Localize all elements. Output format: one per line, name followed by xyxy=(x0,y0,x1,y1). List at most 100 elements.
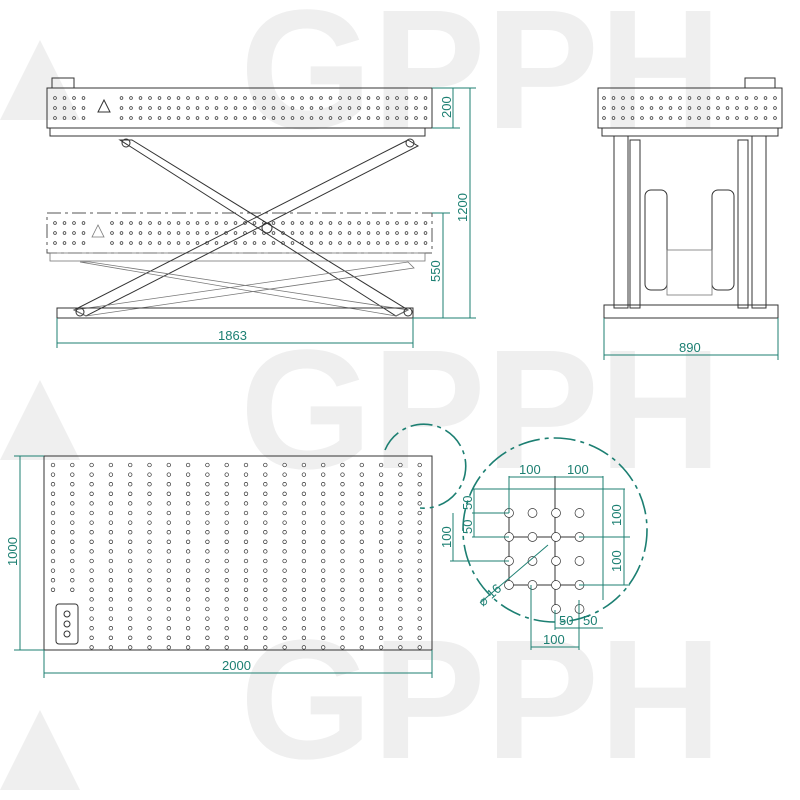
table-hole xyxy=(281,221,285,225)
table-hole xyxy=(263,626,268,631)
table-hole xyxy=(398,482,403,487)
table-hole xyxy=(359,520,364,525)
table-hole xyxy=(157,241,162,245)
table-hole xyxy=(224,558,229,564)
table-hole xyxy=(108,645,114,650)
table-hole xyxy=(763,106,768,110)
table-hole xyxy=(128,626,133,631)
table-hole xyxy=(205,530,210,535)
table-hole xyxy=(252,96,257,100)
table-hole xyxy=(89,597,94,602)
table-hole xyxy=(166,587,171,592)
table-hole xyxy=(319,241,323,245)
table-hole xyxy=(128,587,133,592)
table-hole xyxy=(263,616,268,621)
table-hole xyxy=(301,539,307,544)
table-hole xyxy=(630,106,635,110)
table-hole xyxy=(157,106,162,110)
table-hole xyxy=(224,635,229,640)
table-hole xyxy=(205,462,210,468)
table-hole xyxy=(321,626,326,631)
table-hole xyxy=(376,106,380,110)
table-hole xyxy=(290,221,295,225)
table-hole xyxy=(263,606,268,612)
table-hole xyxy=(81,241,86,245)
table-hole xyxy=(366,106,371,110)
table-hole xyxy=(338,96,342,100)
table-hole xyxy=(62,231,67,235)
front-view: 890 xyxy=(597,77,783,360)
table-hole xyxy=(398,597,403,602)
table-hole xyxy=(147,501,152,506)
table-hole xyxy=(359,635,364,640)
table-hole xyxy=(282,549,287,554)
table-hole xyxy=(243,482,249,487)
table-hole xyxy=(321,510,326,516)
table-hole xyxy=(328,96,333,100)
table-hole xyxy=(340,558,345,564)
table-hole xyxy=(359,616,364,621)
table-hole xyxy=(167,116,171,120)
table-hole xyxy=(366,221,371,225)
table-hole xyxy=(224,96,228,100)
table-hole xyxy=(166,626,171,631)
table-hole xyxy=(376,116,380,120)
table-hole xyxy=(81,221,86,225)
table-hole xyxy=(166,472,171,477)
table-hole xyxy=(300,106,304,110)
table-hole xyxy=(148,241,152,245)
table-hole xyxy=(262,116,266,120)
table-hole xyxy=(186,116,190,120)
table-hole xyxy=(147,482,152,487)
table-hole xyxy=(166,510,171,516)
table-hole xyxy=(271,241,276,245)
table-hole xyxy=(385,96,390,100)
table-hole xyxy=(252,106,257,110)
table-hole xyxy=(89,635,94,640)
table-hole xyxy=(347,106,352,110)
table-hole xyxy=(340,606,345,612)
table-hole xyxy=(697,116,701,120)
table-hole xyxy=(53,221,57,225)
table-hole xyxy=(72,116,76,120)
top-view: 1000 2000 xyxy=(5,423,467,678)
table-hole xyxy=(70,472,75,477)
table-hole xyxy=(224,482,229,487)
table-hole xyxy=(243,116,247,120)
table-hole xyxy=(128,558,133,564)
table-hole xyxy=(72,241,76,245)
table-hole xyxy=(697,106,701,110)
table-hole xyxy=(271,106,276,110)
table-hole xyxy=(319,106,323,110)
table-hole xyxy=(376,241,380,245)
table-hole xyxy=(185,472,191,477)
table-hole xyxy=(366,96,371,100)
table-hole xyxy=(224,106,228,110)
table-hole xyxy=(321,645,326,650)
table-hole xyxy=(668,96,673,100)
table-hole xyxy=(328,241,333,245)
table-hole xyxy=(763,116,768,120)
table-hole xyxy=(340,645,345,650)
table-hole xyxy=(205,645,210,650)
table-hole xyxy=(263,635,268,640)
table-hole xyxy=(282,597,287,602)
table-hole xyxy=(649,96,654,100)
table-hole xyxy=(167,106,171,110)
table-hole xyxy=(687,106,692,110)
table-hole xyxy=(195,221,200,225)
table-hole xyxy=(340,510,345,516)
table-hole xyxy=(398,568,403,573)
table-hole xyxy=(263,491,268,496)
table-hole xyxy=(233,221,238,225)
table-hole xyxy=(186,96,190,100)
table-hole xyxy=(263,549,268,554)
table-hole xyxy=(378,472,384,477)
table-hole xyxy=(301,491,307,496)
dim-detail-left-50a: 50 xyxy=(460,496,475,510)
table-hole xyxy=(224,116,228,120)
table-hole xyxy=(233,241,238,245)
table-hole xyxy=(340,626,345,631)
table-hole xyxy=(147,587,152,592)
table-hole xyxy=(147,616,152,621)
